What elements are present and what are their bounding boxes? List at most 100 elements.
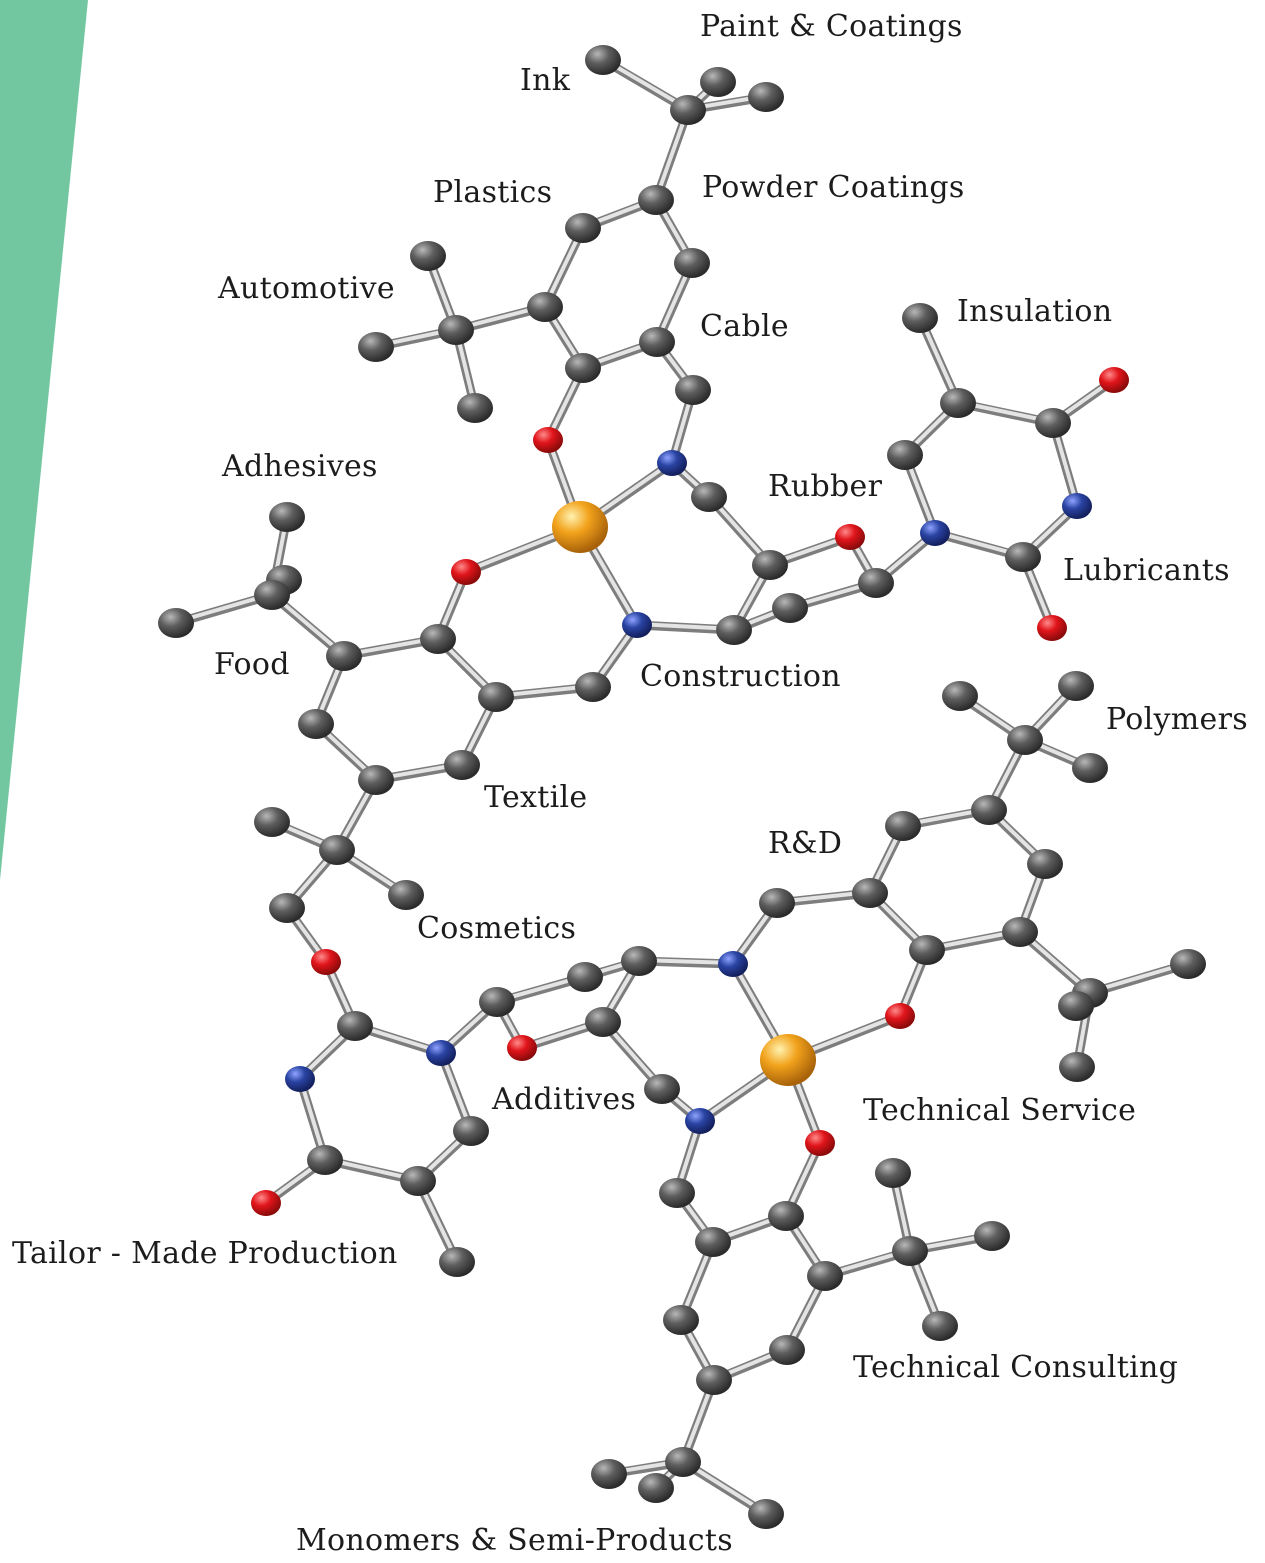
- carbon-atom: [1005, 542, 1041, 572]
- carbon-atom: [902, 303, 938, 333]
- carbon-atom: [358, 765, 394, 795]
- label-construction: Construction: [640, 659, 841, 694]
- carbon-atom: [479, 987, 515, 1017]
- carbon-atom: [453, 1116, 489, 1146]
- carbon-atom: [1058, 671, 1094, 701]
- label-automotive: Automotive: [218, 271, 395, 306]
- carbon-atom: [565, 213, 601, 243]
- carbon-atom: [337, 1011, 373, 1041]
- carbon-atom: [388, 880, 424, 910]
- nitrogen-atom: [1062, 493, 1092, 519]
- carbon-atom: [591, 1459, 627, 1489]
- carbon-atom: [319, 835, 355, 865]
- carbon-atom: [565, 353, 601, 383]
- oxygen-atom: [533, 427, 563, 453]
- carbon-atom: [621, 946, 657, 976]
- carbon-atom: [307, 1145, 343, 1175]
- oxygen-atom: [311, 949, 341, 975]
- metal-atom: [552, 501, 608, 553]
- carbon-atom: [638, 185, 674, 215]
- carbon-atom: [885, 811, 921, 841]
- oxygen-atom: [805, 1130, 835, 1156]
- carbon-atom: [1072, 753, 1108, 783]
- carbon-atom: [1059, 1052, 1095, 1082]
- label-paint-coatings: Paint & Coatings: [700, 9, 963, 44]
- oxygen-atom: [835, 524, 865, 550]
- label-rubber: Rubber: [768, 469, 883, 504]
- carbon-atom: [974, 1221, 1010, 1251]
- carbon-atom: [663, 1305, 699, 1335]
- nitrogen-atom: [685, 1108, 715, 1134]
- carbon-atom: [940, 388, 976, 418]
- carbon-atom: [748, 82, 784, 112]
- carbon-atom: [254, 807, 290, 837]
- oxygen-atom: [885, 1003, 915, 1029]
- carbon-atom: [1027, 849, 1063, 879]
- carbon-atom: [875, 1158, 911, 1188]
- label-lubricants: Lubricants: [1063, 553, 1230, 588]
- label-additives: Additives: [492, 1082, 637, 1117]
- label-food: Food: [214, 647, 290, 682]
- carbon-atom: [768, 1201, 804, 1231]
- carbon-atom: [674, 248, 710, 278]
- label-ink: Ink: [520, 63, 571, 98]
- carbon-atom: [527, 292, 563, 322]
- carbon-atom: [922, 1311, 958, 1341]
- accent-band: [0, 0, 88, 880]
- carbon-atom: [269, 893, 305, 923]
- carbon-atom: [670, 95, 706, 125]
- label-monomers-semi-products: Monomers & Semi-Products: [296, 1523, 733, 1558]
- carbon-atom: [752, 550, 788, 580]
- label-technical-consulting: Technical Consulting: [853, 1350, 1179, 1385]
- carbon-atom: [438, 315, 474, 345]
- label-cable: Cable: [700, 309, 789, 344]
- carbon-atom: [659, 1178, 695, 1208]
- carbon-atom: [585, 1007, 621, 1037]
- label-powder-coatings: Powder Coatings: [702, 170, 965, 205]
- label-cosmetics: Cosmetics: [417, 911, 577, 946]
- carbon-atom: [858, 568, 894, 598]
- carbon-atom: [971, 795, 1007, 825]
- carbon-atom: [326, 641, 362, 671]
- nitrogen-atom: [426, 1040, 456, 1066]
- carbon-atom: [478, 682, 514, 712]
- carbon-atom: [769, 1335, 805, 1365]
- carbon-atom: [700, 67, 736, 97]
- carbon-atom: [772, 593, 808, 623]
- carbon-atom: [575, 672, 611, 702]
- carbon-atom: [759, 888, 795, 918]
- carbon-atom: [675, 375, 711, 405]
- carbon-atom: [358, 332, 394, 362]
- carbon-atom: [691, 482, 727, 512]
- carbon-atom: [269, 502, 305, 532]
- nitrogen-atom: [920, 520, 950, 546]
- oxygen-atom: [1037, 615, 1067, 641]
- label-tailor-made-production: Tailor - Made Production: [12, 1236, 398, 1271]
- carbon-atom: [1035, 408, 1071, 438]
- carbon-atom: [298, 709, 334, 739]
- carbon-atom: [1170, 949, 1206, 979]
- oxygen-atom: [451, 559, 481, 585]
- label-textile: Textile: [484, 780, 588, 815]
- atoms-layer: [158, 45, 1206, 1529]
- carbon-atom: [158, 608, 194, 638]
- carbon-atom: [457, 393, 493, 423]
- carbon-atom: [567, 962, 603, 992]
- nitrogen-atom: [657, 450, 687, 476]
- carbon-atom: [696, 1365, 732, 1395]
- label-plastics: Plastics: [433, 175, 553, 210]
- carbon-atom: [909, 935, 945, 965]
- carbon-atom: [887, 440, 923, 470]
- label-insulation: Insulation: [957, 294, 1113, 329]
- label-polymers: Polymers: [1106, 702, 1248, 737]
- carbon-atom: [942, 681, 978, 711]
- carbon-atom: [1002, 917, 1038, 947]
- nitrogen-atom: [622, 612, 652, 638]
- carbon-atom: [400, 1166, 436, 1196]
- carbon-atom: [852, 878, 888, 908]
- oxygen-atom: [251, 1190, 281, 1216]
- carbon-atom: [716, 615, 752, 645]
- carbon-atom: [695, 1227, 731, 1257]
- carbon-atom: [748, 1499, 784, 1529]
